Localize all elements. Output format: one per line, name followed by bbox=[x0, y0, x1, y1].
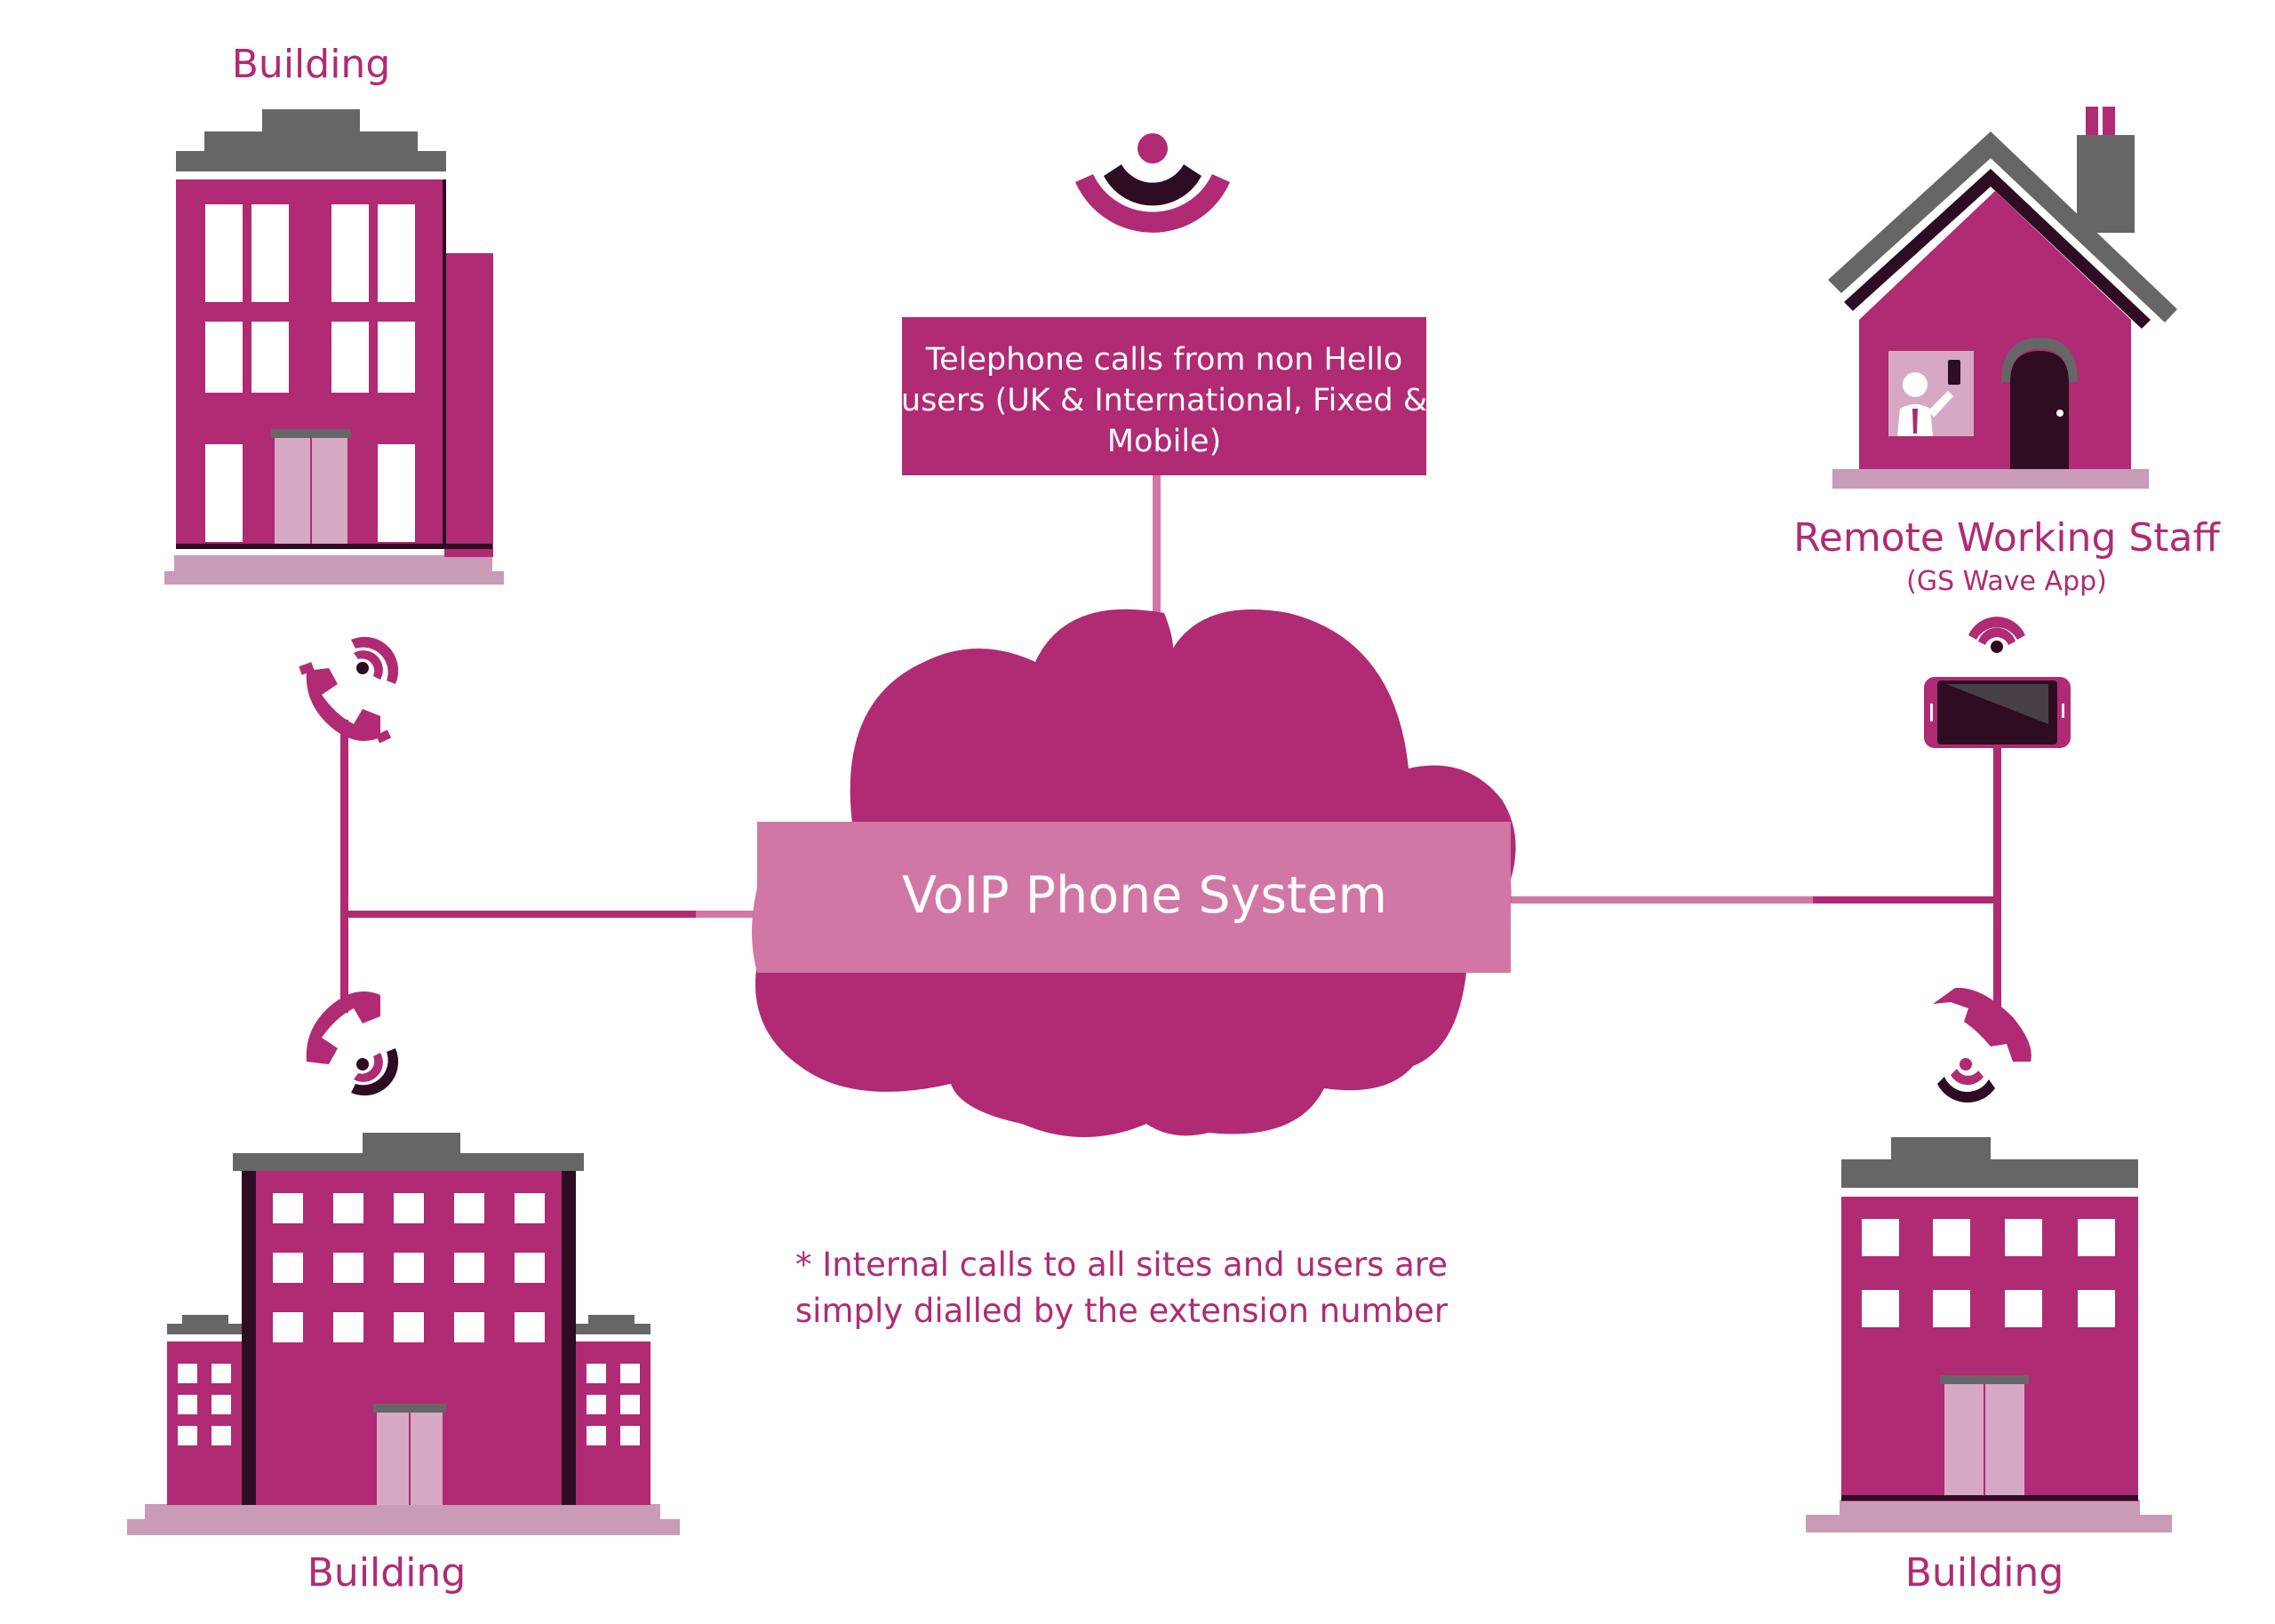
label-building-bottom-right: Building bbox=[1905, 1550, 2064, 1596]
left-horizontal-line-light bbox=[696, 911, 767, 918]
external-calls-box: Telephone calls from non Hello users (UK… bbox=[901, 317, 1427, 475]
remote-house bbox=[1828, 107, 2177, 489]
label-building-bottom-left: Building bbox=[307, 1550, 467, 1596]
building-top-left bbox=[164, 109, 504, 585]
mobile-phone-icon bbox=[1924, 677, 2071, 748]
left-horizontal-line bbox=[340, 911, 696, 918]
building-bottom-right bbox=[1806, 1137, 2172, 1532]
internal-calls-note-line-1: * Internal calls to all sites and users … bbox=[795, 1246, 1448, 1284]
right-vertical-line bbox=[1993, 746, 2001, 1013]
right-horizontal-line bbox=[1813, 896, 2000, 904]
label-building-top-left: Building bbox=[232, 42, 391, 87]
label-remote-title: Remote Working Staff bbox=[1793, 515, 2221, 561]
internal-calls-note-line-2: simply dialled by the extension number bbox=[795, 1292, 1449, 1330]
label-remote-subtitle: (GS Wave App) bbox=[1906, 566, 2107, 597]
connector-lines bbox=[340, 475, 2001, 1013]
cloud-title: VoIP Phone System bbox=[902, 866, 1387, 925]
building-bottom-left bbox=[127, 1133, 680, 1535]
top-vertical-line bbox=[1153, 475, 1161, 662]
handset-icon-top-left bbox=[299, 636, 399, 744]
external-calls-line-3: Mobile) bbox=[1107, 424, 1221, 459]
handset-icon-bottom-left bbox=[306, 991, 399, 1096]
voip-cloud: VoIP Phone System bbox=[752, 609, 1516, 1137]
left-vertical-line bbox=[340, 720, 348, 1013]
external-calls-line-2: users (UK & International, Fixed & bbox=[901, 383, 1427, 418]
small-wifi-icon bbox=[1968, 617, 2025, 653]
handset-icon-bottom-right bbox=[1933, 987, 2032, 1103]
wifi-signal-icon bbox=[1075, 133, 1230, 233]
right-horizontal-line-light bbox=[1511, 896, 1813, 904]
external-calls-line-1: Telephone calls from non Hello bbox=[925, 342, 1403, 378]
